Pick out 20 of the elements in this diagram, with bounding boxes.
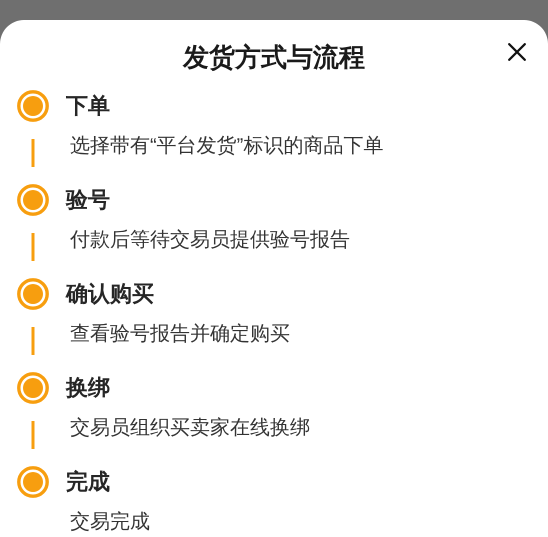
timeline-dot-icon xyxy=(17,90,49,122)
step-description: 查看验号报告并确定购买 xyxy=(70,322,290,347)
connector-line xyxy=(32,139,34,167)
step-title: 验号 xyxy=(66,186,110,214)
timeline-dot-icon xyxy=(17,278,49,310)
connector-line xyxy=(32,421,34,449)
step-title: 确认购买 xyxy=(66,280,154,308)
step-title: 下单 xyxy=(66,92,110,120)
step-title: 换绑 xyxy=(66,374,110,402)
connector-line xyxy=(32,233,34,261)
step-description: 付款后等待交易员提供验号报告 xyxy=(70,228,350,253)
sheet-title: 发货方式与流程 xyxy=(183,41,365,73)
connector-line xyxy=(32,327,34,355)
step-description: 交易完成 xyxy=(70,510,150,535)
timeline-dot-icon xyxy=(17,372,49,404)
timeline-dot-icon xyxy=(17,466,49,498)
step-description: 选择带有“平台发货”标识的商品下单 xyxy=(70,134,384,159)
timeline-dot-icon xyxy=(17,184,49,216)
step-title: 完成 xyxy=(66,468,110,496)
step-description: 交易员组织买卖家在线换绑 xyxy=(70,416,310,441)
